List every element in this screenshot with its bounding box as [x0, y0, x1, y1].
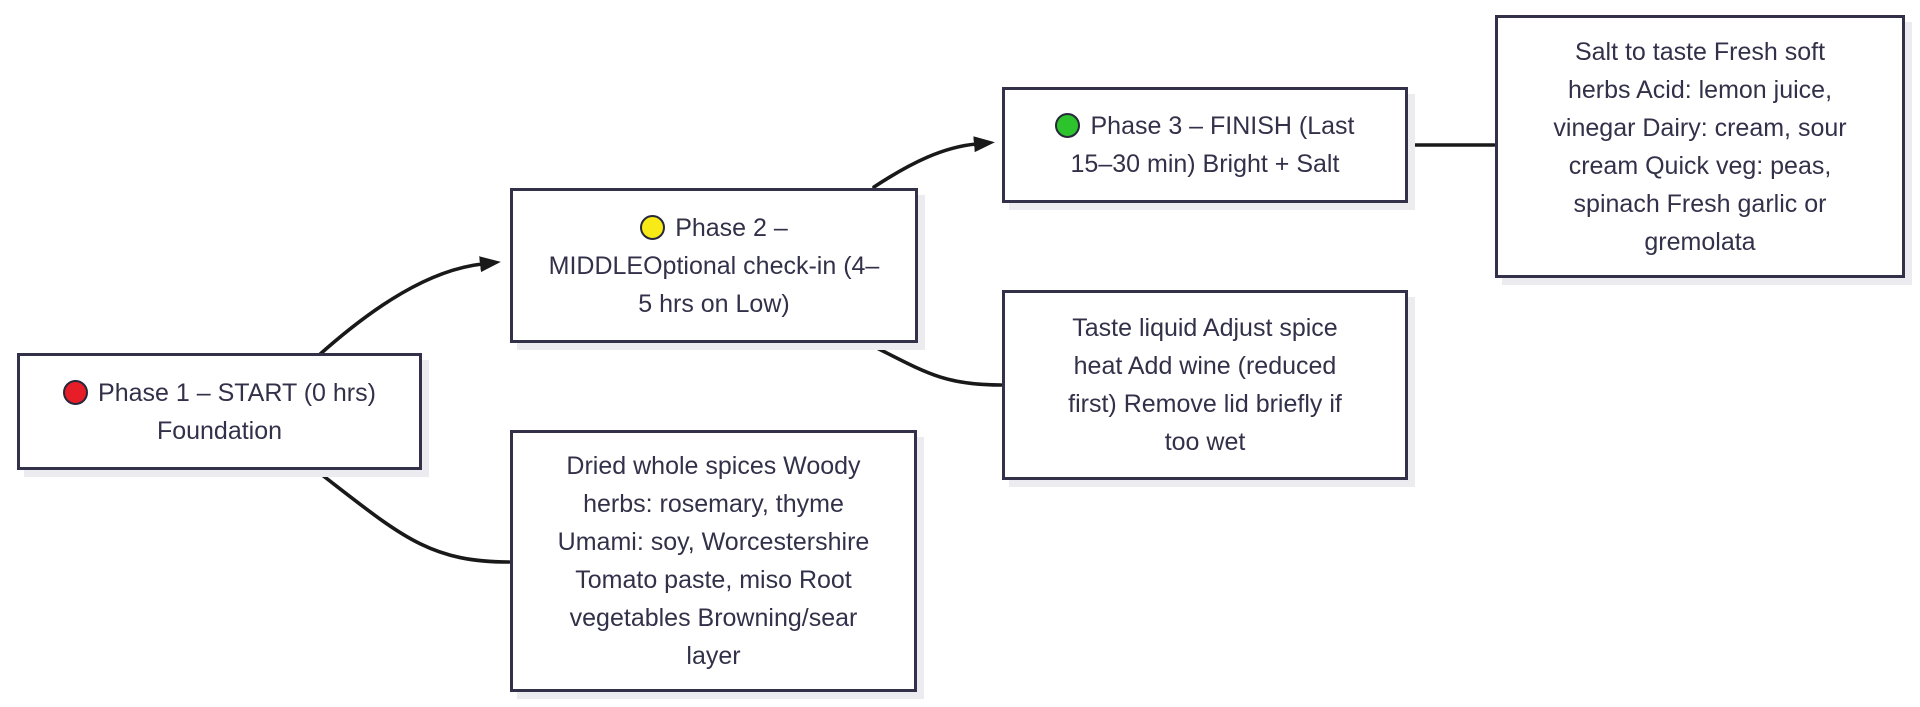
- node-phase3-text: Phase 3 – FINISH (Last 15–30 min) Bright…: [1070, 112, 1355, 178]
- node-phase3: Phase 3 – FINISH (Last 15–30 min) Bright…: [1002, 87, 1408, 203]
- edge-phase2-to-phase3: [872, 136, 995, 189]
- node-phase2-details-text: Taste liquid Adjust spice heat Add wine …: [1068, 314, 1342, 456]
- node-phase1: Phase 1 – START (0 hrs) Foundation: [17, 353, 422, 470]
- edge-phase2-to-phase2-details: [867, 342, 1003, 387]
- node-phase3-details-text: Salt to taste Fresh soft herbs Acid: lem…: [1553, 37, 1847, 256]
- node-phase2-details: Taste liquid Adjust spice heat Add wine …: [1002, 290, 1408, 480]
- node-phase2-text: Phase 2 – MIDDLEOptional check-in (4– 5 …: [548, 213, 880, 318]
- node-phase1-details-text: Dried whole spices Woody herbs: rosemary…: [557, 452, 870, 670]
- node-phase3-details-label: Salt to taste Fresh soft herbs Acid: lem…: [1539, 33, 1860, 261]
- node-phase2-details-label: Taste liquid Adjust spice heat Add wine …: [1054, 309, 1356, 461]
- node-phase1-text: Phase 1 – START (0 hrs) Foundation: [98, 378, 376, 445]
- node-phase1-details-label: Dried whole spices Woody herbs: rosemary…: [544, 447, 884, 675]
- yellow-circle-icon: [640, 214, 666, 240]
- node-phase2-label: Phase 2 – MIDDLEOptional check-in (4– 5 …: [535, 209, 894, 323]
- node-phase3-details: Salt to taste Fresh soft herbs Acid: lem…: [1495, 15, 1905, 278]
- green-circle-icon: [1055, 113, 1081, 138]
- node-phase2: Phase 2 – MIDDLEOptional check-in (4– 5 …: [510, 188, 918, 343]
- node-phase3-label: Phase 3 – FINISH (Last 15–30 min) Bright…: [1041, 107, 1368, 183]
- edge-phase1-to-phase2: [316, 256, 501, 358]
- node-phase1-details: Dried whole spices Woody herbs: rosemary…: [510, 430, 917, 692]
- red-circle-icon: [63, 379, 89, 405]
- node-phase1-label: Phase 1 – START (0 hrs) Foundation: [49, 374, 390, 450]
- edge-phase1-to-phase1-details: [315, 469, 511, 564]
